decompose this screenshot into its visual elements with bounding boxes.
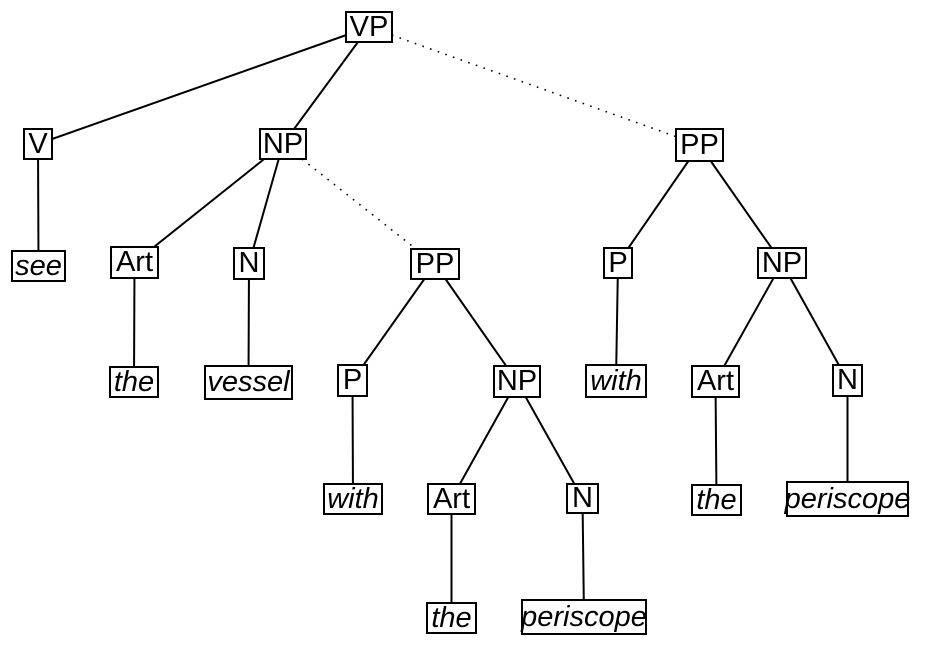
leaf-with-np: with: [323, 483, 383, 515]
edge-vp-np-obj: [282, 26, 370, 145]
edge-pp-vp-np-pp-vp: [698, 144, 783, 264]
leaf-see: see: [11, 250, 66, 282]
leaf-the-obj: the: [109, 366, 159, 398]
edge-np-obj-n-obj: [248, 143, 284, 264]
node-pp-vp: PP: [675, 128, 724, 162]
edge-np-pp-vp-n-pp-vp: [781, 262, 849, 381]
edge-p-np-with-np: [351, 380, 354, 500]
edge-vp-pp-vp-dotted: [368, 26, 700, 146]
edge-vp-v: [37, 26, 370, 145]
edge-np-pp-np-art-pp-np: [450, 381, 518, 500]
edge-pp-vp-p-vp: [617, 144, 701, 264]
edge-art-obj-the-obj: [133, 262, 136, 383]
node-art-pp-vp: Art: [691, 365, 740, 398]
edge-p-vp-with-vp: [615, 262, 619, 382]
edge-n-obj-vessel: [247, 263, 250, 383]
edge-n-pp-np-periscope-pp-np: [581, 498, 585, 618]
edge-np-obj-pp-np-dotted: [282, 143, 436, 265]
node-vp: VP: [345, 11, 393, 43]
edge-np-pp-np-n-pp-np: [516, 381, 584, 499]
node-n-pp-np: N: [566, 483, 599, 514]
node-art-pp-np: Art: [427, 483, 476, 515]
edge-art-pp-vp-the-pp-vp: [714, 381, 718, 501]
leaf-vessel: vessel: [204, 365, 293, 400]
leaf-the-pp-np: the: [426, 602, 477, 634]
leaf-the-pp-vp: the: [691, 484, 742, 516]
node-n-obj: N: [233, 247, 265, 280]
node-np-obj: NP: [259, 128, 307, 160]
node-n-pp-vp: N: [832, 364, 863, 397]
node-pp-np: PP: [410, 248, 460, 280]
node-art-obj: Art: [110, 246, 159, 279]
node-np-pp-np: NP: [493, 365, 541, 398]
edge-pp-np-p-np: [351, 263, 436, 382]
edge-np-pp-vp-art-pp-vp: [714, 262, 783, 382]
leaf-periscope-pp-vp: periscope: [785, 481, 910, 517]
node-p-np: P: [337, 364, 368, 397]
edge-np-obj-art-obj: [133, 143, 284, 264]
node-p-vp: P: [603, 247, 633, 279]
node-v: V: [23, 128, 53, 160]
leaf-periscope-pp-np: periscope: [521, 599, 647, 635]
edge-pp-np-np-pp-np: [434, 263, 518, 383]
node-np-pp-vp: NP: [757, 247, 807, 279]
leaf-with-vp: with: [585, 364, 647, 398]
edge-v-see: [37, 143, 40, 267]
